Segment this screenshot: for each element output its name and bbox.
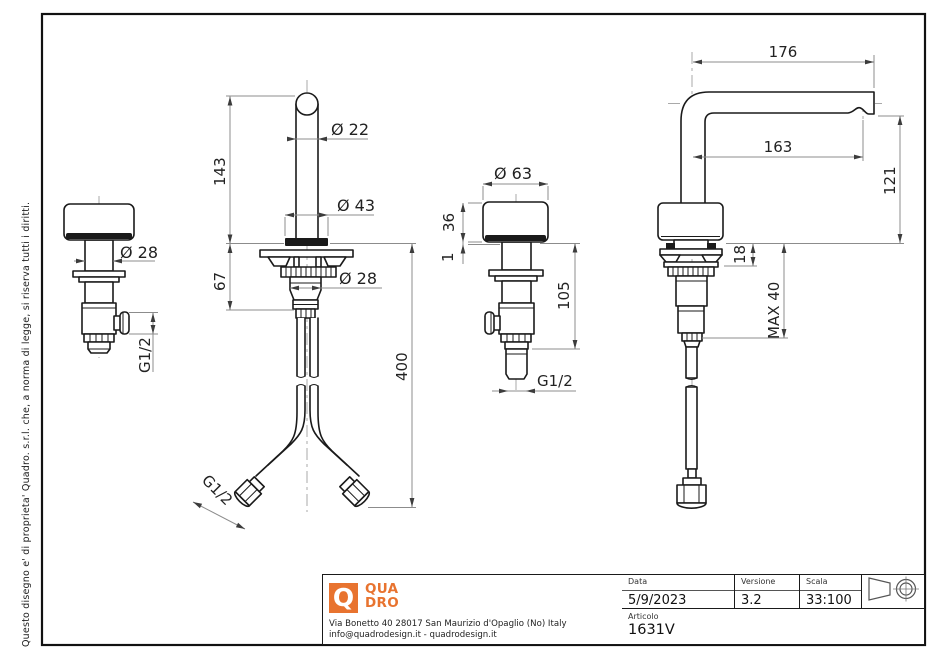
articolo-label: Articolo (628, 612, 659, 621)
dim-valve-knob-height: 36 (440, 213, 458, 232)
dim-valve-outlet-thread: G1/2 (136, 337, 154, 373)
title-field-versione: Versione 3.2 (735, 575, 800, 608)
copyright-note: Questo disegno e' di proprieta' Quadro. … (21, 201, 32, 647)
scala-label: Scala (800, 575, 861, 591)
scala-value: 33:100 (806, 593, 852, 608)
logo-word-bottom: DRO (365, 595, 399, 611)
dim-spout-outlet-height: 121 (881, 166, 899, 195)
title-block: Data 5/9/2023 Versione 3.2 Scala 33:100 (622, 574, 925, 645)
data-label: Data (622, 575, 734, 591)
dim-spout-hose-thread: G1/2 (198, 471, 236, 509)
spout-front-view: 143 67 Ø 22 Ø 43 Ø 28 400 (192, 80, 416, 530)
hose-fitting-left (233, 476, 265, 508)
company-address-line: Via Bonetto 40 28017 San Maurizio d'Opag… (329, 619, 567, 629)
dim-spout-flange-diameter: Ø 43 (337, 196, 375, 215)
dim-spout-max-counter-thickness: MAX 40 (765, 282, 783, 339)
articolo-value: 1631V (628, 622, 675, 638)
versione-value: 3.2 (741, 593, 762, 608)
logo-wordmark: QUA DRO (365, 582, 399, 610)
title-field-data: Data 5/9/2023 (622, 575, 735, 608)
versione-label: Versione (735, 575, 799, 591)
dim-spout-tube-diameter: Ø 22 (331, 120, 369, 139)
spout-side-view: 176 163 121 18 MAX 40 (657, 43, 904, 510)
dim-valve-thread: G1/2 (537, 372, 573, 390)
first-angle-projection-icon (868, 576, 919, 602)
dim-valve-knob-diameter: Ø 63 (494, 164, 532, 183)
logo-q-icon: Q (329, 583, 358, 613)
title-field-articolo: Articolo 1631V (622, 608, 924, 644)
dim-spout-total-reach: 176 (769, 43, 798, 61)
dim-valve-depth-below: 105 (555, 281, 573, 310)
dim-valve-stem-diameter: Ø 28 (120, 243, 158, 262)
dim-spout-depth-below: 67 (211, 272, 229, 291)
data-value: 5/9/2023 (628, 593, 687, 608)
dim-spout-clamp-depth: 18 (731, 245, 749, 264)
dim-spout-outlet-reach: 163 (764, 138, 793, 156)
hose-fitting-right (339, 476, 371, 508)
dim-spout-fitting-diameter: Ø 28 (339, 269, 377, 288)
company-address: Via Bonetto 40 28017 San Maurizio d'Opag… (329, 619, 567, 640)
dim-valve-gap: 1 (439, 252, 457, 262)
sheet-border (40, 12, 927, 647)
valve-side-view: Ø 28 G1/2 (63, 196, 158, 373)
company-block: Q QUA DRO Via Bonetto 40 28017 San Mauri… (322, 574, 624, 645)
dim-spout-hose-length: 400 (393, 352, 411, 381)
projection-symbol-cell (862, 575, 924, 608)
title-field-scala: Scala 33:100 (800, 575, 862, 608)
valve-front-view: Ø 63 36 1 105 G1/2 (439, 164, 580, 394)
logo-word-top: QUA (365, 581, 399, 597)
company-contact-line: info@quadrodesign.it - quadrodesign.it (329, 629, 497, 640)
dim-spout-height-above: 143 (211, 157, 229, 186)
